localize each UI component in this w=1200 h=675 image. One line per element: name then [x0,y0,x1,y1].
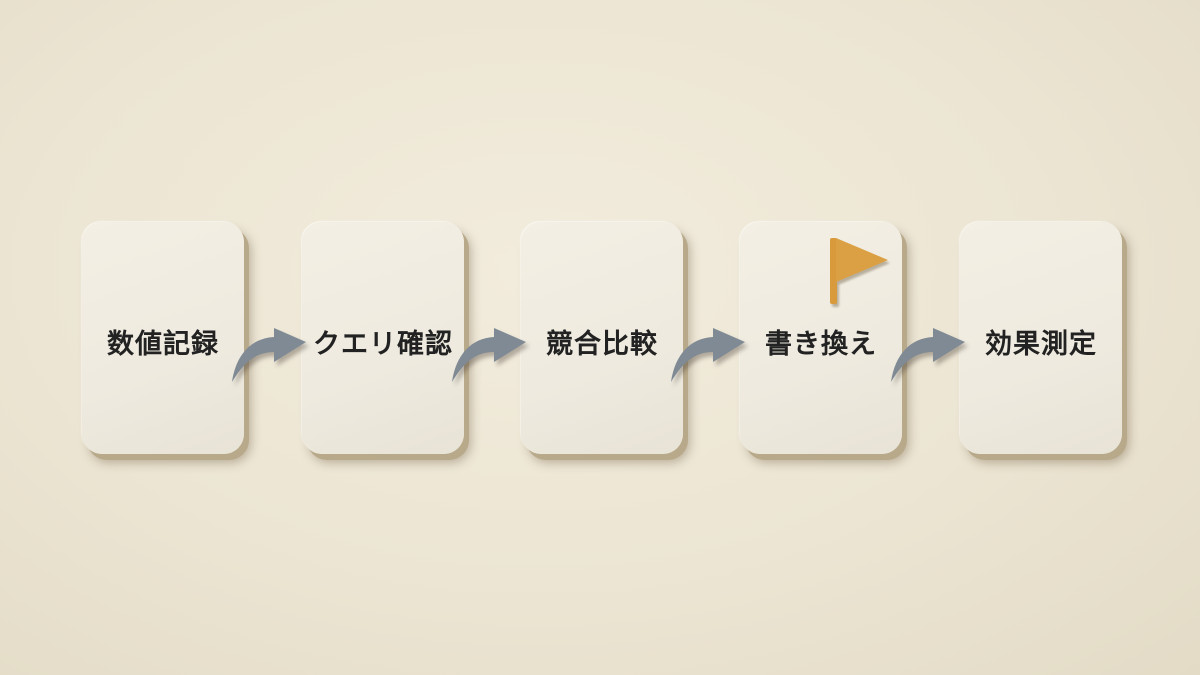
step-label-3: 競合比較 [546,329,658,360]
step-card-1: 数値記録 [82,222,244,454]
step-label-5: 効果測定 [985,329,1097,360]
flag-icon [830,238,888,304]
arrow-icon-2 [452,328,526,382]
step-card-2: クエリ確認 [302,222,464,454]
step-card-4: 書き換え [740,222,902,454]
arrow-icon-4 [891,328,965,382]
arrow-icon-1 [232,328,306,382]
step-label-1: 数値記録 [107,329,219,360]
step-label-2: クエリ確認 [313,329,453,360]
step-card-3: 競合比較 [521,222,683,454]
step-label-4: 書き換え [765,329,877,360]
arrow-icon-3 [671,328,745,382]
step-card-5: 効果測定 [960,222,1122,454]
